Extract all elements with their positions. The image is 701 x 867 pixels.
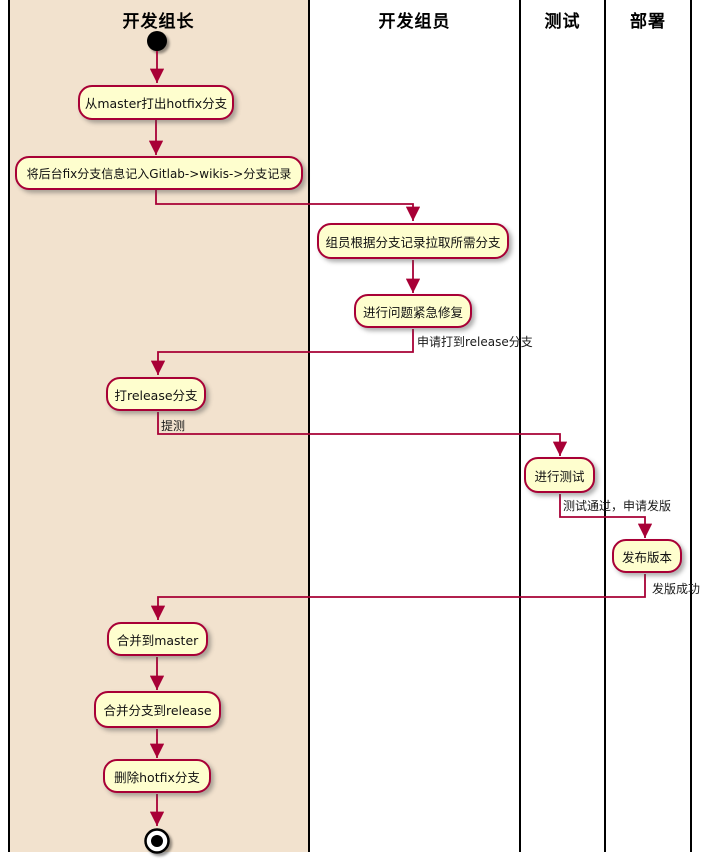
edge-publish-to-merge-master [150,574,646,620]
lane-border-1 [308,0,310,852]
lane-header-dev-member: 开发组员 [378,12,451,32]
activity-merge-master: 合并到master [107,622,208,656]
edge-label-publish-success: 发版成功 [652,582,701,596]
activity-record-branch: 将后台fix分支信息记入Gitlab->wikis->分支记录 [15,156,303,190]
activity-publish: 发布版本 [612,539,682,573]
edge-label-submit-test: 提测 [161,419,186,433]
edge-fix-to-release-branch [150,329,414,375]
lane-border-right [690,0,692,852]
start-node [147,31,167,51]
activity-create-release: 打release分支 [106,377,206,411]
edge-release-to-test [157,412,568,456]
activity-merge-release: 合并分支到release [94,691,221,728]
activity-delete-hotfix: 删除hotfix分支 [103,759,211,793]
edge-test-to-publish [559,494,653,538]
edge-record-to-pull [155,190,421,221]
lane-header-test: 测试 [544,12,581,32]
edge-label-apply-release: 申请打到release分支 [417,335,533,349]
activity-create-hotfix: 从master打出hotfix分支 [78,85,234,120]
end-node-inner [151,835,163,847]
lane-border-left [8,0,10,852]
lane-header-deploy: 部署 [630,12,666,32]
lane-header-dev-lead: 开发组长 [122,12,195,32]
lane-border-3 [604,0,606,852]
edge-label-test-passed: 测试通过，申请发版 [563,499,672,513]
activity-run-test: 进行测试 [524,457,595,493]
activity-pull-branch: 组员根据分支记录拉取所需分支 [317,223,509,259]
activity-urgent-fix: 进行问题紧急修复 [354,294,472,328]
lane-border-2 [519,0,521,852]
